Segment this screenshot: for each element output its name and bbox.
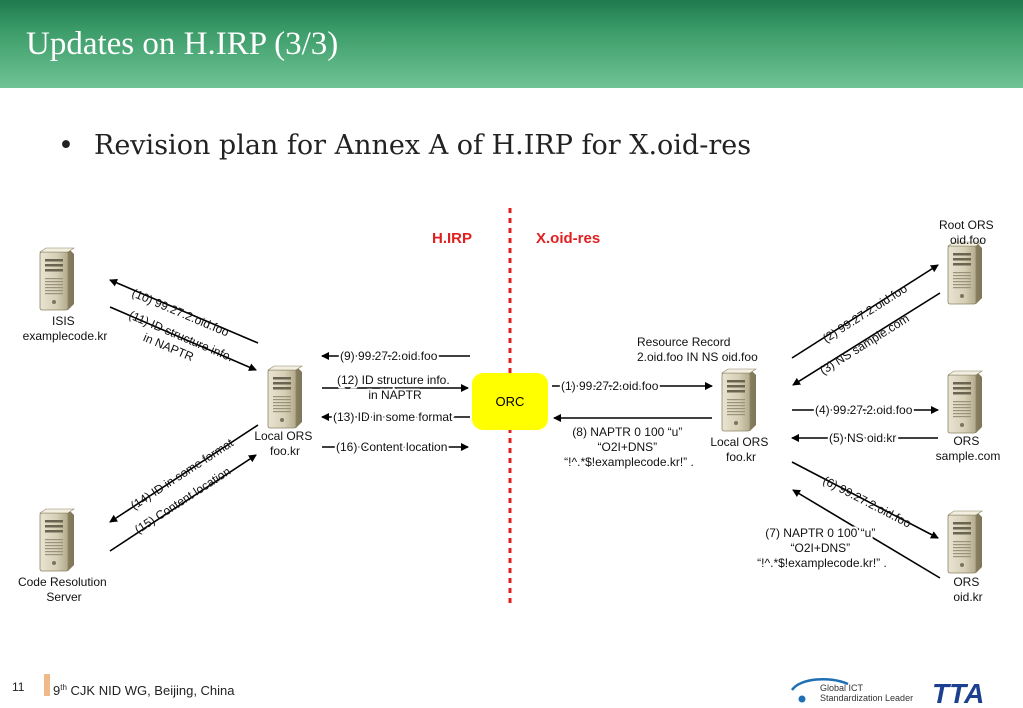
footer-meeting: CJK NID WG, Beijing, China	[66, 683, 235, 698]
msg-8-line2: “O2I+DNS”	[597, 440, 657, 454]
local-right-host: foo.kr	[726, 450, 756, 464]
msg-6: (6) 99.27.2.oid.foo	[821, 473, 914, 531]
msg-8-line1: (8) NAPTR 0 100 “u”	[572, 425, 682, 439]
bullet-item: • Revision plan for Annex A of H.IRP for …	[58, 130, 751, 161]
arrow-10	[109, 279, 259, 344]
sample-host: sample.com	[936, 449, 1001, 463]
msg-12-line1: (12) ID structure info.	[337, 373, 450, 387]
server-icon-local-right	[721, 368, 757, 432]
msg-1: (1) 99.27.2.oid.foo	[561, 379, 659, 393]
msg-16: (16) Content location	[336, 440, 447, 454]
code-resolution-line1: Code Resolution	[18, 575, 107, 589]
arrow-2	[791, 264, 939, 359]
arrow-7	[792, 489, 941, 579]
label-hirp: H.IRP	[432, 230, 472, 247]
logo-line2: Standardization Leader	[820, 693, 913, 703]
local-left-name: Local ORS	[254, 429, 312, 443]
arrow-11	[109, 306, 257, 371]
label-xoidres: X.oid-res	[536, 230, 600, 247]
msg-9: (9) 99.27.2.oid.foo	[340, 349, 438, 363]
title-banner	[0, 0, 1023, 88]
root-name: Root ORS	[939, 218, 994, 232]
oidkr-name: ORS	[953, 575, 979, 589]
slide-title: Updates on H.IRP (3/3)	[26, 26, 339, 62]
arrow-14	[109, 424, 259, 523]
server-icon-local-left	[267, 365, 303, 429]
orc-box	[472, 373, 548, 430]
footer-ordinal-suffix: th	[60, 683, 67, 692]
arrow-6	[791, 461, 939, 539]
code-resolution-line2: Server	[46, 590, 81, 604]
msg-7: (7) NAPTR 0 100 “u” “O2I+DNS” “!^.*$!exa…	[757, 526, 887, 570]
msg-5: (5) NS oid.kr	[829, 431, 896, 445]
msg-7-line2: “O2I+DNS”	[790, 541, 850, 555]
local-right-name: Local ORS	[710, 435, 768, 449]
isis-host: examplecode.kr	[23, 329, 108, 343]
msg-13: (13) ID in some format	[333, 410, 453, 424]
msg-12-line2: in NAPTR	[368, 388, 422, 402]
footer-text: 9th CJK NID WG, Beijing, China	[53, 683, 235, 698]
msg-8: (8) NAPTR 0 100 “u” “O2I+DNS” “!^.*$!exa…	[564, 425, 694, 469]
node-label-local-left: Local ORS foo.kr	[254, 429, 315, 458]
server-icon-code-resolution	[39, 508, 75, 572]
node-label-local-right: Local ORS foo.kr	[710, 435, 771, 464]
page-number: 11	[12, 680, 25, 694]
node-label-code-resolution: Code Resolution Server	[18, 575, 110, 604]
resource-record-title: Resource Record	[637, 335, 730, 349]
node-label-isis: ISIS examplecode.kr	[23, 314, 108, 343]
footer-accent-bar	[44, 674, 50, 696]
server-icon-root	[947, 241, 983, 305]
arrow-15	[109, 454, 257, 552]
server-icon-sample	[947, 370, 983, 434]
oidkr-host: oid.kr	[953, 590, 982, 604]
msg-7-line3: “!^.*$!examplecode.kr!” .	[757, 556, 887, 570]
msg-8-line3: “!^.*$!examplecode.kr!” .	[564, 455, 694, 469]
resource-record-value: 2.oid.foo IN NS oid.foo	[637, 350, 758, 364]
isis-name: ISIS	[52, 314, 75, 328]
local-left-host: foo.kr	[270, 444, 300, 458]
sample-name: ORS	[953, 434, 979, 448]
msg-7-line1: (7) NAPTR 0 100 “u”	[765, 526, 875, 540]
resource-record: Resource Record 2.oid.foo IN NS oid.foo	[637, 335, 758, 364]
node-label-sample: ORS sample.com	[936, 434, 1001, 463]
arrow-3	[792, 292, 941, 386]
orc-label: ORC	[496, 394, 525, 409]
node-label-root: Root ORS oid.foo	[939, 218, 997, 247]
footer-ordinal: 9	[53, 683, 61, 698]
node-label-oidkr: ORS oid.kr	[953, 575, 982, 604]
server-icon-isis	[39, 247, 75, 311]
root-host: oid.foo	[950, 233, 986, 247]
server-icon-oidkr	[947, 510, 983, 574]
logo-mark: TTA	[932, 678, 984, 706]
logo-line1: Global ICT	[820, 683, 864, 693]
tta-logo: Global ICT Standardization Leader TTA	[790, 678, 984, 706]
msg-12: (12) ID structure info. in NAPTR	[337, 373, 453, 402]
msg-4: (4) 99.27.2.oid.foo	[815, 403, 913, 417]
bullet-text: Revision plan for Annex A of H.IRP for X…	[94, 130, 752, 161]
bullet-dot: •	[58, 130, 74, 161]
